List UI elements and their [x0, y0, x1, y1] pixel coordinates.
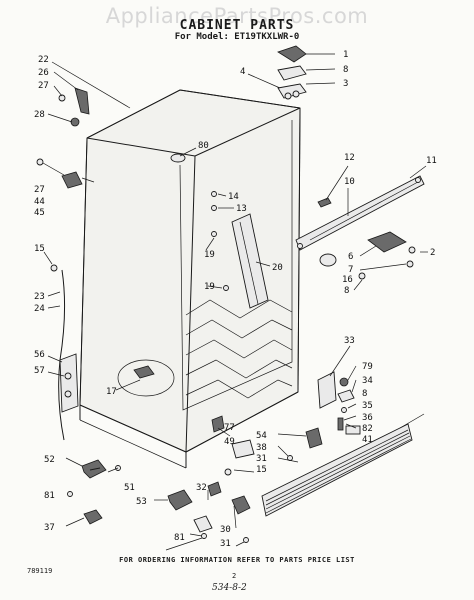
callout-22: 22: [38, 55, 49, 65]
callout-54: 54: [256, 431, 267, 441]
callout-3: 3: [343, 79, 348, 89]
ordering-info-note: FOR ORDERING INFORMATION REFER TO PARTS …: [119, 556, 355, 564]
callout-20: 20: [272, 263, 283, 273]
lower-left-hinge: [36, 158, 95, 189]
callout-26: 26: [38, 68, 49, 78]
callout-19: 19: [204, 250, 215, 260]
callout-81: 81: [174, 533, 185, 543]
callout-49: 49: [224, 437, 235, 447]
callout-30: 30: [220, 525, 231, 535]
callout-44: 44: [34, 197, 45, 207]
callout-28: 28: [34, 110, 45, 120]
callout-81: 81: [44, 491, 55, 501]
callout-53: 53: [136, 497, 147, 507]
callout-8: 8: [344, 286, 349, 296]
callout-4: 4: [240, 67, 245, 77]
callout-80: 80: [198, 141, 209, 151]
callout-34: 34: [362, 376, 373, 386]
callout-32: 32: [196, 483, 207, 493]
callout-11: 11: [426, 156, 437, 166]
callout-24: 24: [34, 304, 45, 314]
callout-38: 38: [256, 443, 267, 453]
left-wiring-harness: [43, 251, 66, 441]
callout-13: 13: [236, 204, 247, 214]
callout-16: 16: [342, 275, 353, 285]
callout-14: 14: [228, 192, 239, 202]
callout-10: 10: [344, 177, 355, 187]
diagram-title: CABINET PARTS: [179, 18, 295, 33]
control-bracket: [47, 353, 175, 413]
callout-31: 31: [256, 454, 267, 464]
callout-52: 52: [44, 455, 55, 465]
lower-hinge-assembly: [211, 415, 323, 476]
callout-2: 2: [430, 248, 435, 258]
callout-77: 77: [224, 423, 235, 433]
callout-7: 7: [348, 265, 353, 275]
callout-19: 19: [204, 282, 215, 292]
callout-35: 35: [362, 401, 373, 411]
toe-grille: [261, 413, 425, 517]
callout-37: 37: [44, 523, 55, 533]
model-subtitle: For Model: ET19TKXLWR-0: [174, 32, 300, 42]
callout-51: 51: [124, 483, 135, 493]
callout-31: 31: [220, 539, 231, 549]
top-hinge-assembly: [247, 45, 336, 100]
callout-56: 56: [34, 350, 45, 360]
callout-27: 27: [38, 81, 49, 91]
callout-45: 45: [34, 208, 45, 218]
callout-8: 8: [343, 65, 348, 75]
watermark: AppliancePartsPros.com: [105, 4, 369, 28]
callout-labels: 1 8 3 4 22 26 27 28 80 12 11 10 27 44 45…: [34, 50, 437, 549]
cabinet-body: [79, 89, 301, 469]
callout-36: 36: [362, 413, 373, 423]
callout-8: 8: [362, 389, 367, 399]
door-rail-assembly: [295, 165, 428, 291]
callout-17: 17: [106, 387, 117, 397]
interior-small-parts: [179, 147, 271, 291]
callout-1: 1: [343, 50, 348, 60]
handwritten-note: 534-8-2: [212, 583, 247, 593]
door-cam-parts: [65, 457, 251, 551]
callout-23: 23: [34, 292, 45, 302]
door-hinge-pin-assembly: [47, 61, 131, 127]
callout-27: 27: [34, 185, 45, 195]
callout-57: 57: [34, 366, 45, 376]
callout-41: 41: [362, 435, 373, 445]
callout-33: 33: [344, 336, 355, 346]
callout-82: 82: [362, 424, 373, 434]
page-number: 2: [232, 572, 237, 580]
callout-6: 6: [348, 252, 353, 262]
drain-bracket-parts: [317, 345, 361, 435]
callout-15: 15: [256, 465, 267, 475]
callout-12: 12: [344, 153, 355, 163]
document-code: 789119: [27, 567, 53, 575]
callout-79: 79: [362, 362, 373, 372]
callout-15: 15: [34, 244, 45, 254]
